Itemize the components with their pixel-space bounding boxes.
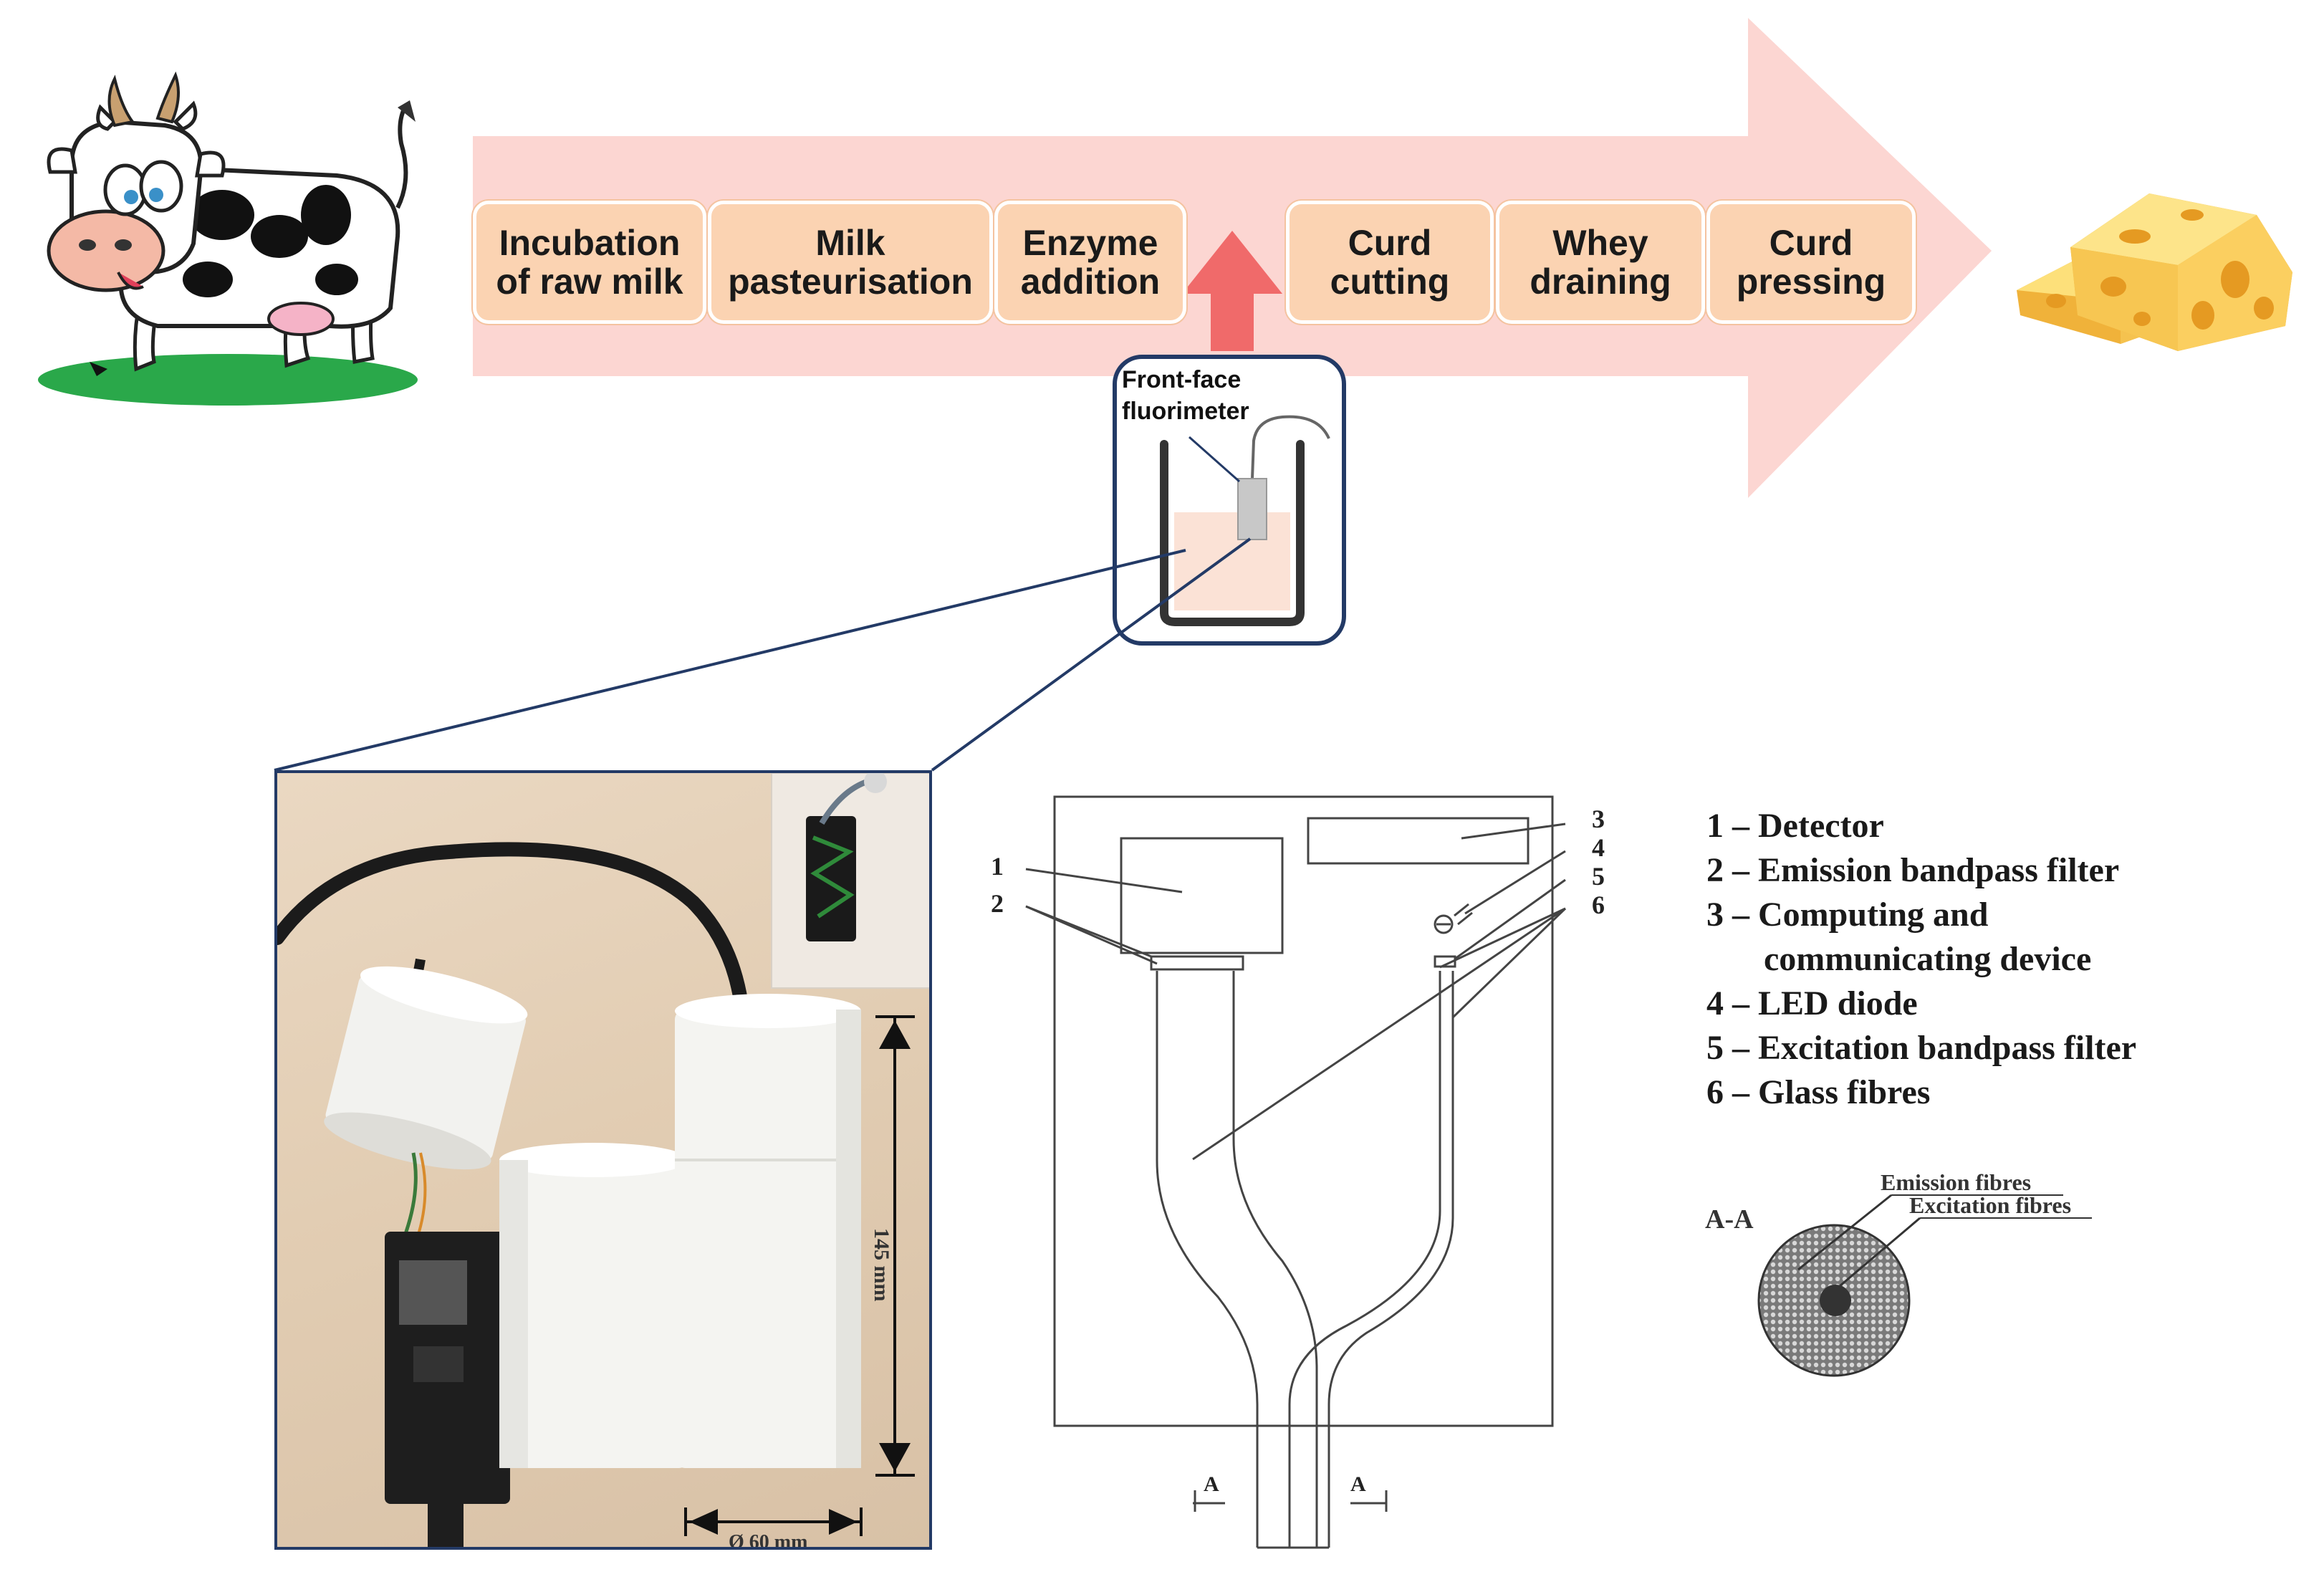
excitation-fibres-label: Excitation fibres — [1909, 1192, 2072, 1218]
step-whey-draining: Whey draining — [1496, 201, 1705, 324]
diameter-label: Ø 60 mm — [729, 1531, 808, 1550]
cow-icon — [38, 71, 418, 406]
legend-item-computing-cont: communicating device — [1764, 940, 2092, 978]
red-up-arrow — [1182, 231, 1282, 351]
legend-item-excitation-filter: 5 – Excitation bandpass filter — [1706, 1029, 2137, 1067]
step-enzyme-addition-label: Enzyme addition — [1020, 223, 1161, 302]
emission-fibres-label: Emission fibres — [1881, 1169, 2032, 1195]
schematic-number-6: 6 — [1592, 891, 1605, 919]
step-enzyme-addition: Enzyme addition — [994, 201, 1186, 324]
step-pasteurisation-label: Milk pasteurisation — [728, 223, 973, 302]
legend-item-computing: 3 – Computing and — [1706, 896, 1989, 934]
cross-section-drawing — [1757, 1194, 2092, 1377]
section-marker-right: A — [1350, 1472, 1366, 1496]
step-curd-pressing-label: Curd pressing — [1736, 223, 1886, 302]
cross-section-title: A-A — [1705, 1204, 1754, 1235]
step-incubation-label: Incubation of raw milk — [496, 223, 683, 302]
step-pasteurisation: Milk pasteurisation — [708, 201, 993, 324]
cheese-icon — [2017, 193, 2292, 351]
device-photo-drawing — [277, 773, 929, 1547]
device-photo: 145 mm Ø 60 mm — [274, 770, 932, 1550]
legend-item-glass-fibres: 6 – Glass fibres — [1706, 1073, 1931, 1111]
step-curd-pressing: Curd pressing — [1706, 201, 1916, 324]
schematic-number-3: 3 — [1592, 805, 1605, 833]
zoom-line-left — [274, 549, 1186, 772]
schematic-number-5: 5 — [1592, 862, 1605, 891]
zoom-line-right — [931, 537, 1252, 772]
schematic-number-1: 1 — [991, 852, 1004, 881]
legend-item-detector: 1 – Detector — [1706, 807, 1884, 845]
probe-icon — [1189, 415, 1330, 540]
legend-item-emission-filter: 2 – Emission bandpass filter — [1706, 851, 2120, 889]
height-label: 145 mm — [870, 1228, 893, 1302]
schematic-number-2: 2 — [991, 889, 1004, 918]
step-curd-cutting: Curd cutting — [1286, 201, 1494, 324]
step-whey-draining-label: Whey draining — [1530, 223, 1671, 302]
schematic-drawing — [1025, 795, 1567, 1549]
legend-item-led: 4 – LED diode — [1706, 984, 1918, 1022]
section-marker-left: A — [1204, 1472, 1219, 1496]
step-curd-cutting-label: Curd cutting — [1330, 223, 1450, 302]
fluorimeter-label: Front-face fluorimeter — [1122, 366, 1249, 425]
step-incubation: Incubation of raw milk — [473, 201, 706, 324]
schematic-number-4: 4 — [1592, 833, 1605, 862]
